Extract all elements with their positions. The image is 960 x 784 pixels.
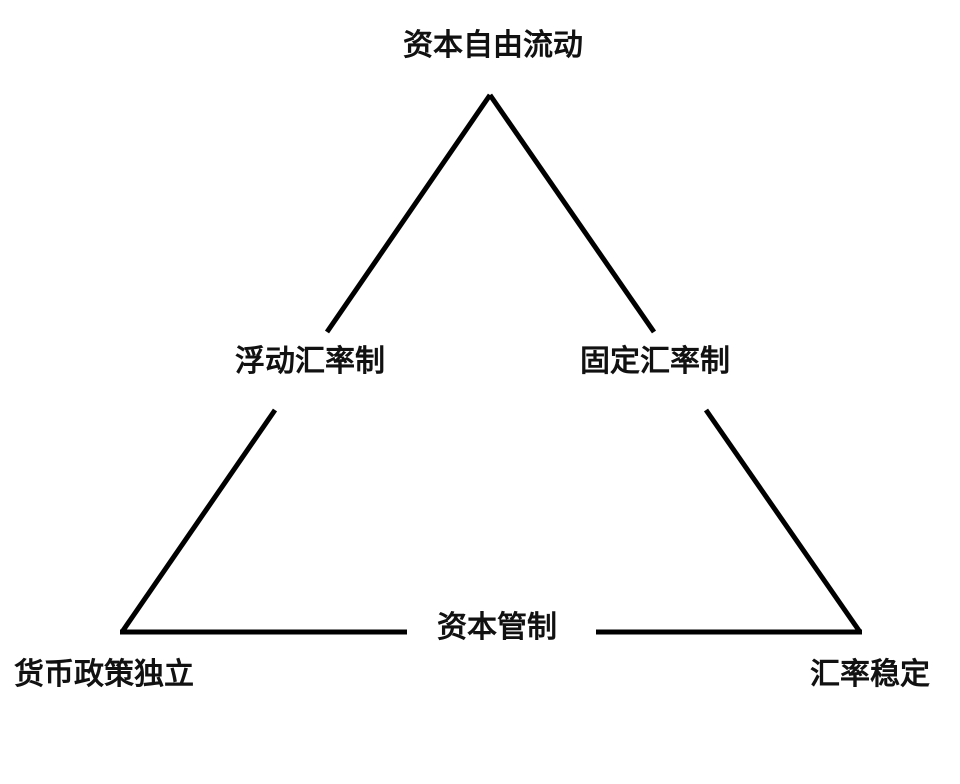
vertex-label-bottom-left: 货币政策独立 [14, 657, 194, 692]
left-edge-lower [119, 408, 278, 634]
left-edge-upper [324, 93, 493, 334]
edge-label-right: 固定汇率制 [580, 344, 730, 379]
edge-label-bottom: 资本管制 [437, 610, 557, 645]
vertex-label-top: 资本自由流动 [403, 28, 583, 63]
right-edge-lower [703, 408, 863, 634]
edge-label-left: 浮动汇率制 [235, 344, 385, 379]
right-edge-upper [487, 93, 657, 334]
vertex-label-bottom-right: 汇率稳定 [810, 657, 930, 692]
